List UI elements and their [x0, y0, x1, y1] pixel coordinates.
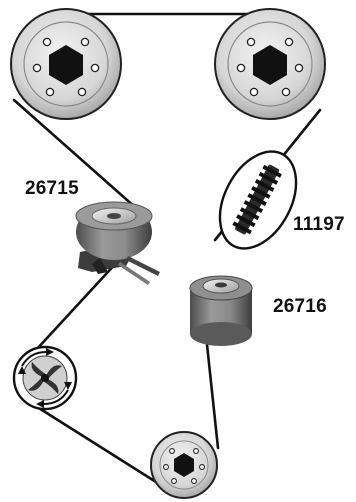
- bolt-hole-icon: [32, 37, 100, 97]
- tensioner-part-number: 26715: [25, 178, 79, 199]
- hex-hub-icon: [49, 45, 83, 85]
- camshaft-pulley-right: [214, 8, 326, 120]
- water-pump: [12, 345, 78, 411]
- camshaft-pulley-left: [10, 8, 122, 120]
- idler-part-number: 26716: [273, 296, 327, 317]
- tensioner-pulley: [75, 201, 160, 285]
- belt-part-number: 11197: [293, 214, 345, 235]
- crankshaft-pulley: [150, 431, 218, 499]
- impeller-icon: [28, 362, 62, 394]
- hex-hub-icon: [174, 453, 194, 477]
- hex-hub-icon: [253, 45, 287, 85]
- idler-pulley: [189, 275, 253, 346]
- bolt-hole-icon: [163, 448, 205, 484]
- timing-belt-sample: [218, 150, 298, 250]
- rotation-arrow-icon: [21, 351, 69, 405]
- bolt-hole-icon: [236, 37, 304, 97]
